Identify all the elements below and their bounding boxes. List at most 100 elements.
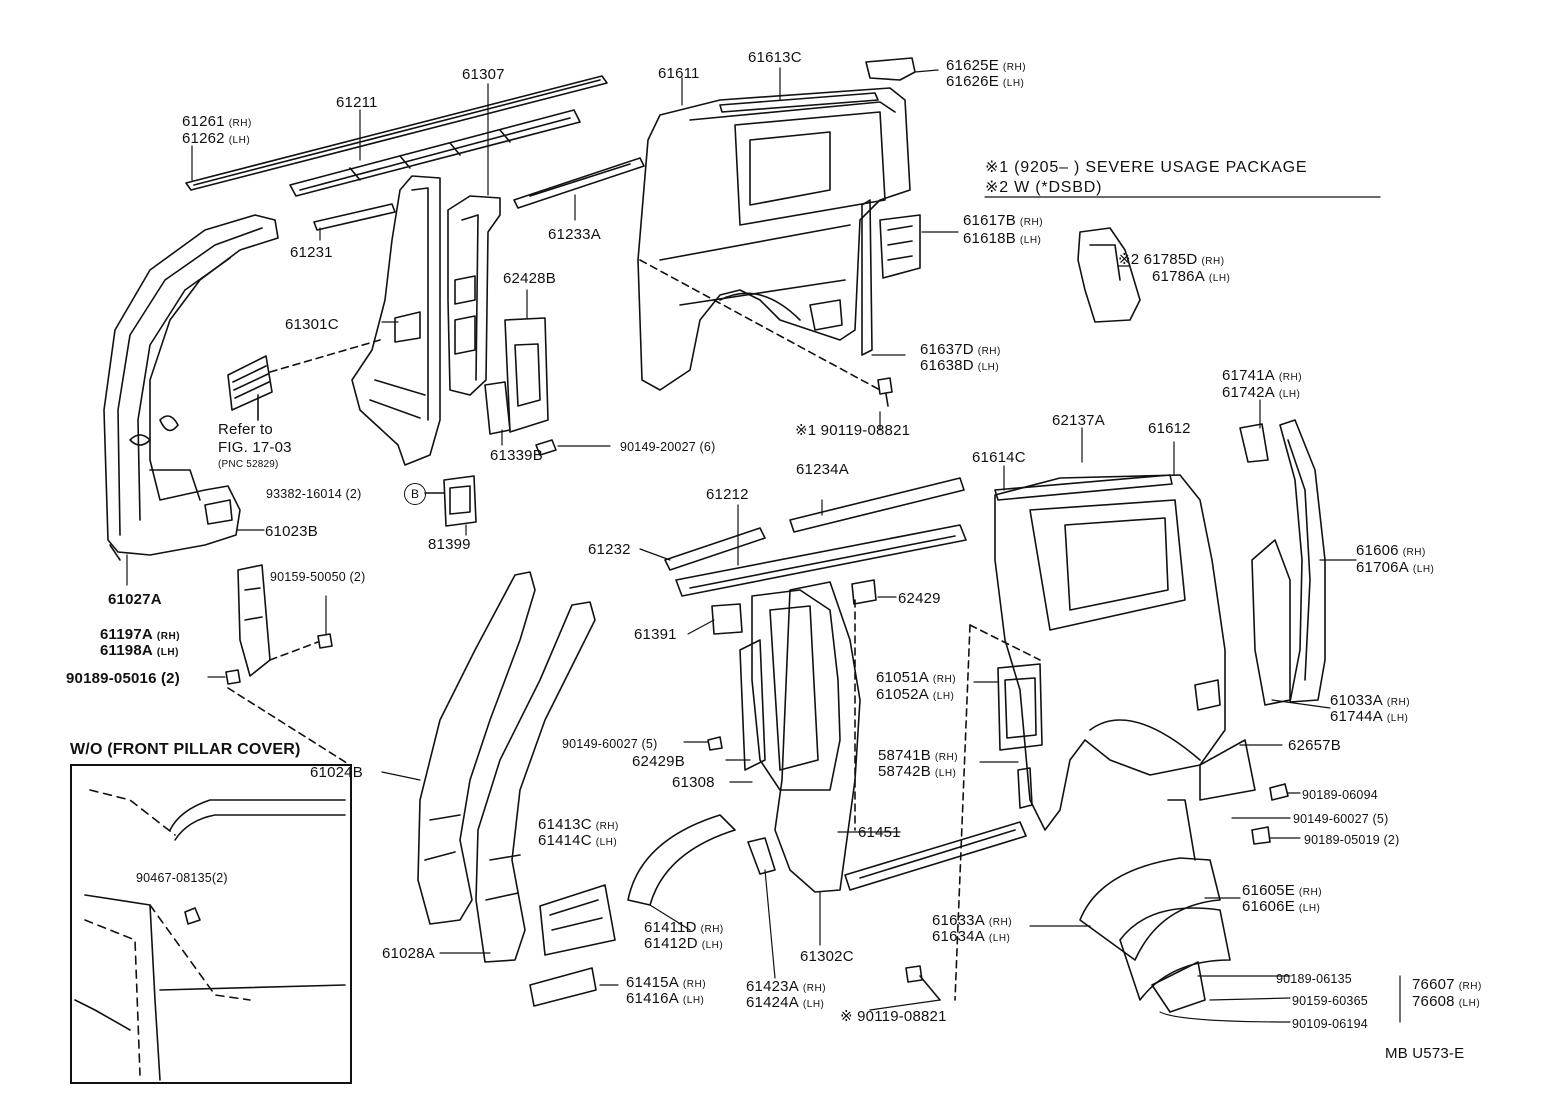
- part-label-61415A: 61415A(RH): [626, 975, 706, 993]
- part-number: 90189-06135: [1276, 972, 1352, 986]
- part-label-61633A: 61633A(RH): [932, 913, 1012, 931]
- part-label-61233A: 61233A: [548, 227, 601, 243]
- rail-61233A: [513, 157, 645, 209]
- pillar-61033A: [1251, 539, 1291, 706]
- part-label-61413C: 61413C(RH): [538, 817, 619, 835]
- part-label-61339B: 61339B: [490, 448, 543, 464]
- side-suffix: (LH): [1386, 713, 1409, 724]
- part-label-62429B: 62429B: [632, 754, 685, 770]
- bracket-61423A: [747, 837, 776, 875]
- part-number: 61052A: [876, 686, 929, 703]
- part-number: 93382-16014 (2): [266, 487, 362, 501]
- part-number: 61618B: [963, 230, 1016, 247]
- bracket-81399: [443, 475, 477, 527]
- part-label-61613C: 61613C: [748, 50, 802, 66]
- bracket-61197A: [237, 564, 271, 677]
- part-number: 61626E: [946, 73, 999, 90]
- part-label-90159-50050: 90159-50050 (2): [270, 569, 365, 585]
- weatherstrip-61339B: [484, 381, 511, 435]
- part-label-61231: 61231: [290, 245, 333, 261]
- side-suffix: (RH): [934, 752, 959, 763]
- vent-grille: [227, 355, 273, 411]
- part-number: 76608: [1412, 993, 1455, 1010]
- refer-line1: Refer to: [218, 421, 273, 438]
- side-suffix: (LH): [595, 837, 618, 848]
- rail-61231: [313, 203, 396, 231]
- part-label-61051A: 61051A(RH): [876, 670, 956, 688]
- side-suffix: (LH): [1019, 235, 1042, 246]
- part-number: 61424A: [746, 994, 799, 1011]
- part-number: 61024B: [310, 764, 363, 781]
- side-suffix: (LH): [988, 933, 1011, 944]
- part-label-61786A: 61786A(LH): [1152, 269, 1230, 287]
- part-label-61606: 61606(RH): [1356, 543, 1426, 561]
- part-number: 90109-06194: [1292, 1017, 1368, 1031]
- side-suffix: (RH): [1458, 981, 1482, 992]
- part-label-61391: 61391: [634, 627, 677, 643]
- part-number: 61423A: [746, 978, 799, 995]
- part-label-90149-60027a: 90149-60027 (5): [562, 736, 657, 752]
- plate-61415A: [529, 967, 597, 1007]
- part-label-62429: 62429: [898, 591, 941, 607]
- part-number: 61416A: [626, 990, 679, 1007]
- part-label-90159-60365: 90159-60365: [1292, 993, 1368, 1009]
- part-label-61411D: 61411D(RH): [644, 920, 724, 938]
- part-number: 61637D: [920, 341, 974, 358]
- part-number: 62429B: [632, 753, 685, 770]
- part-number: 62137A: [1052, 412, 1105, 429]
- part-label-93382: 93382-16014 (2): [266, 486, 361, 502]
- part-number: 61051A: [876, 669, 929, 686]
- clip-90159-50050: [317, 633, 333, 649]
- part-label-61234A: 61234A: [796, 462, 849, 478]
- part-number: 61261: [182, 113, 225, 130]
- part-number: 61232: [588, 541, 631, 558]
- part-number: 61614C: [972, 449, 1026, 466]
- part-label-61611: 61611: [658, 66, 700, 82]
- side-suffix: (LH): [934, 768, 957, 779]
- part-number: 61028A: [382, 945, 435, 962]
- note-w-dsbd: ※2 W (*DSBD): [985, 179, 1103, 196]
- part-number: 90149-20027 (6): [620, 440, 716, 454]
- dashed-leader-61197: [269, 641, 319, 661]
- part-number: 61197A: [100, 626, 153, 643]
- part-number: 90189-05016 (2): [66, 670, 180, 687]
- part-number: 81399: [428, 536, 471, 553]
- part-label-61742A: 61742A(LH): [1222, 385, 1300, 403]
- side-suffix: (LH): [1002, 78, 1025, 89]
- part-label-61612: 61612: [1148, 421, 1191, 437]
- part-number: 62429: [898, 590, 941, 607]
- part-number: 62428B: [503, 270, 556, 287]
- part-number: 61625E: [946, 57, 999, 74]
- part-label-62137A: 62137A: [1052, 413, 1105, 429]
- part-number: ※ 90119-08821: [840, 1008, 947, 1025]
- part-number: 90149-60027 (5): [1293, 812, 1389, 826]
- part-number: 61308: [672, 774, 715, 791]
- part-number: 61617B: [963, 212, 1016, 229]
- front-pillar-61028A: [475, 601, 596, 963]
- part-number: ※2 61785D: [1118, 251, 1198, 268]
- part-label-61023B: 61023B: [265, 524, 318, 540]
- part-number: 61634A: [932, 928, 985, 945]
- part-number: 90189-05019 (2): [1304, 833, 1400, 847]
- rail-61234A: [789, 477, 965, 533]
- part-label-90189-06094: 90189-06094: [1302, 787, 1378, 803]
- part-label-58741B: 58741B(RH): [878, 748, 958, 766]
- side-suffix: (LH): [932, 691, 955, 702]
- rail-61212: [675, 524, 967, 597]
- part-label-61414C: 61414C(LH): [538, 833, 617, 851]
- quarter-panel-61612: [994, 474, 1226, 831]
- part-label-61605E: 61605E(RH): [1242, 883, 1322, 901]
- bracket-62429: [851, 579, 877, 605]
- part-label-61302C: 61302C: [800, 949, 854, 965]
- part-number: ※1 90119-08821: [795, 422, 911, 439]
- arch-61411D: [627, 814, 736, 906]
- part-label-61617B: 61617B(RH): [963, 213, 1043, 231]
- inset-part-label: 90467-08135(2): [136, 871, 228, 885]
- dashed-leader-bolt: [954, 624, 971, 1001]
- bracket-62657B: [1199, 739, 1256, 801]
- part-label-61638D: 61638D(LH): [920, 358, 999, 376]
- mudguard-76607: [1151, 961, 1206, 1013]
- dashed-leader-inset: [227, 687, 351, 766]
- part-number: 61391: [634, 626, 677, 643]
